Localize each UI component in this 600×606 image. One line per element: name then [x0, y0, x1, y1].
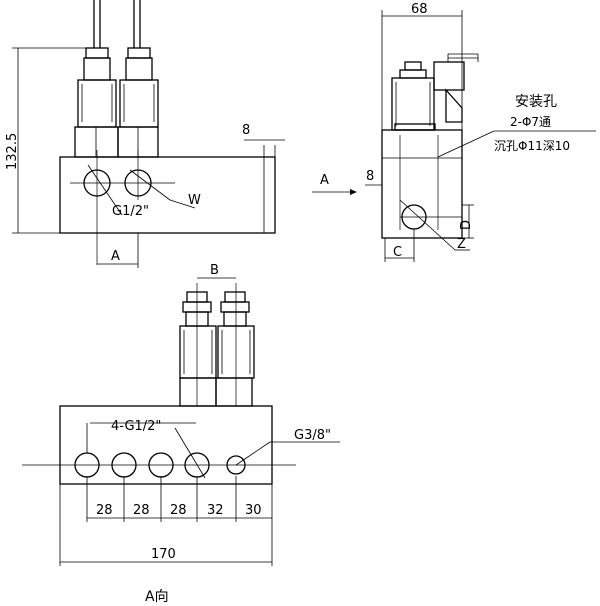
- side-note-counterbore: 沉孔Φ11深10: [494, 139, 570, 153]
- bottom-g38-label: G3/8": [294, 428, 331, 443]
- bottom-spacing-2: 28: [133, 503, 150, 518]
- bottom-spacing-4: 32: [207, 503, 224, 518]
- front-block: [59, 156, 276, 234]
- front-neck-1: [74, 126, 119, 158]
- side-dim-C: C: [393, 245, 402, 260]
- front-dim-A: A: [111, 249, 120, 264]
- side-view: Z 68 8 C D A 安装孔 2-Φ7通 沉孔Φ11深10: [312, 2, 596, 262]
- bottom-spacing-3: 28: [170, 503, 187, 518]
- side-dim-8: 8: [366, 169, 374, 184]
- front-connector-2: [125, 57, 153, 81]
- side-connector: [433, 61, 465, 91]
- side-solenoid: [391, 77, 435, 131]
- bottom-ports-label: 4-G1/2": [111, 419, 161, 434]
- side-note-mount: 安装孔: [515, 94, 557, 110]
- side-note-thru: 2-Φ7通: [510, 115, 551, 129]
- front-port-label: G1/2": [112, 204, 149, 219]
- side-block: [381, 129, 463, 239]
- view-caption: A向: [145, 589, 169, 605]
- front-connector-1: [83, 57, 111, 81]
- front-dim-8: 8: [242, 123, 250, 138]
- side-dim-D: D: [459, 220, 474, 230]
- bottom-dim-B: B: [210, 263, 219, 278]
- bottom-block: [59, 405, 273, 485]
- bottom-spacing-5: 30: [245, 503, 262, 518]
- bottom-dim-total: 170: [151, 547, 176, 562]
- front-solenoid-1: [77, 79, 117, 128]
- front-view: G1/2" W 132.5 8 A: [5, 0, 285, 268]
- front-w-label: W: [188, 193, 201, 208]
- front-dim-height: 132.5: [5, 133, 20, 170]
- bottom-view: B 4-G1/2" G3/8" 28 28 28 32 30 170: [22, 263, 340, 605]
- side-dim-width: 68: [411, 2, 428, 17]
- front-solenoid-2: [119, 79, 159, 128]
- bottom-solenoid-1: [179, 325, 217, 379]
- side-z-label: Z: [457, 237, 466, 252]
- side-arrow-A: A: [320, 173, 329, 188]
- bottom-spacing-1: 28: [96, 503, 113, 518]
